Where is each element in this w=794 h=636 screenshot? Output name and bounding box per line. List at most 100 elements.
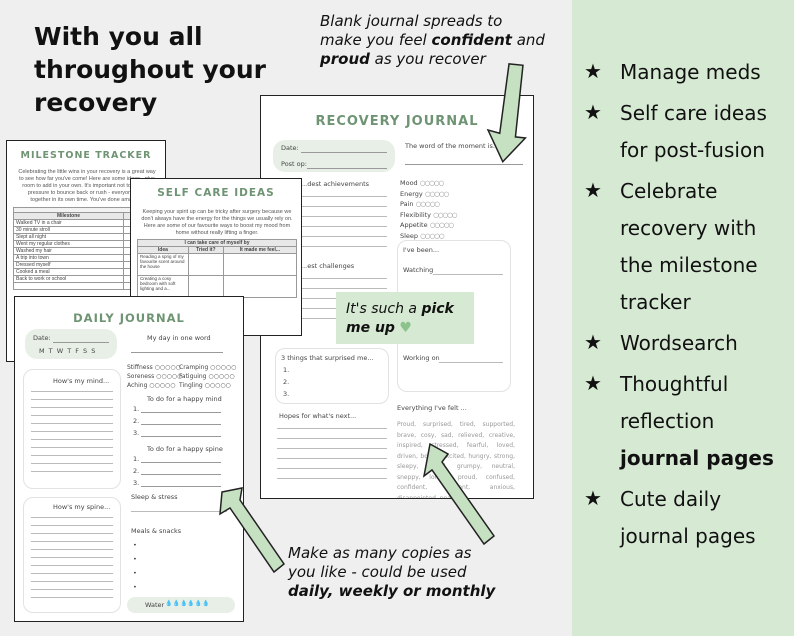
col-header: Milestone [12, 212, 125, 220]
table-title: I can take care of myself by [137, 239, 297, 247]
headline: With you all throughout your recovery [34, 20, 284, 119]
milestone-row: Back to work or school [12, 275, 125, 283]
word-label: The word of the moment is... [405, 142, 500, 150]
pick-me-up-callout: It's such a pick me up ♥ [336, 292, 474, 344]
caption-text: and [511, 31, 545, 49]
feature-text: Wordsearch [620, 331, 738, 355]
sleep-label: Sleep & stress [131, 493, 178, 501]
feature-text: Thoughtful [620, 372, 729, 396]
feature-text: journal pages [620, 524, 756, 548]
page-title: DAILY JOURNAL [73, 311, 185, 325]
symptom-rating: Tingling ○○○○○ [179, 382, 231, 389]
list-number: 2. [133, 467, 140, 475]
daily-journal-page: DAILY JOURNAL Date: M T W T F S S My day… [14, 296, 244, 622]
milestone-row: Washed my hair [12, 247, 125, 255]
caption-bold: confident [431, 31, 512, 49]
metric-rating[interactable]: ○○○○○ [429, 221, 454, 229]
star-icon: ★ [584, 488, 602, 510]
milestone-row: Dressed myself [12, 261, 125, 269]
symptom-rating: Aching ○○○○○ [127, 382, 176, 389]
milestone-row: A trip into town [12, 254, 125, 262]
spine-label: How's my spine... [53, 503, 111, 511]
feature-item: ★ Manage meds [584, 54, 790, 91]
water-pill [127, 597, 235, 613]
hopes-label: Hopes for what's next... [279, 412, 357, 420]
ive-been-label: I've been... [403, 246, 440, 254]
metric-name: Mood [400, 179, 418, 187]
star-icon: ★ [584, 332, 602, 354]
feature-item: ★ Wordsearch [584, 325, 790, 362]
spine-box [23, 497, 121, 613]
milestone-intro: Celebrating the little wins in your reco… [18, 169, 156, 203]
metric-name: Flexibility [400, 210, 432, 219]
metric-rating[interactable]: ○○○○○ [419, 179, 444, 187]
water-label: Water [145, 601, 165, 609]
bullet: • [133, 555, 137, 563]
arrow-icon [422, 442, 496, 546]
weekday-selector[interactable]: M T W T F S S [39, 347, 97, 355]
caption-text: make you feel [320, 31, 432, 49]
arrow-icon [219, 487, 286, 574]
metric-name: Sleep [400, 231, 419, 240]
symptom-rating: Stiffness ○○○○○ [127, 364, 181, 371]
bullet: • [133, 583, 137, 591]
metrics-list: Mood ○○○○○ Energy ○○○○○ Pain ○○○○○ Flexi… [400, 178, 457, 241]
feature-text: Manage meds [620, 60, 761, 84]
metric-rating[interactable]: ○○○○○ [433, 210, 457, 219]
caption-line: Make as many copies as [288, 544, 472, 562]
feature-text: the milestone [620, 253, 758, 277]
top-caption: Blank journal spreads to make you feel c… [320, 12, 560, 69]
metric-name: Energy [400, 189, 423, 198]
feature-text: Cute daily [620, 487, 722, 511]
caption-text: as you recover [369, 50, 486, 68]
metric-name: Pain [400, 200, 414, 208]
headline-line: recovery [34, 88, 158, 117]
metric-rating[interactable]: ○○○○○ [415, 200, 440, 208]
milestone-row: Cooked a meal [12, 268, 125, 276]
bullet: • [133, 541, 137, 549]
everything-label: Everything I've felt ... [397, 404, 467, 412]
callout-text: It's such a [346, 301, 422, 317]
feature-text: for post-fusion [620, 138, 765, 162]
metric-rating[interactable]: ○○○○○ [420, 231, 444, 240]
bottom-caption: Make as many copies as you like - could … [288, 544, 548, 601]
happy-spine-label: To do for a happy spine [147, 445, 223, 453]
working-on-label: Working on [403, 354, 440, 362]
milestone-row: Walked TV in a chair [12, 219, 125, 227]
star-icon: ★ [584, 373, 602, 395]
happy-mind-label: To do for a happy mind [147, 395, 222, 403]
challenges-label: ...est challenges [301, 262, 355, 270]
symptom-rating: Soreness ○○○○○ [127, 373, 183, 380]
symptoms-left: Stiffness ○○○○○ Soreness ○○○○○ Aching ○○○○… [127, 363, 182, 390]
feature-text: reflection [620, 409, 715, 433]
date-label: Date: [33, 334, 51, 342]
headline-line: throughout your [34, 55, 266, 84]
feature-text: tracker [620, 290, 691, 314]
list-number: 1. [133, 405, 140, 413]
water-drops-icon[interactable]: 💧💧💧💧💧💧 [165, 600, 210, 607]
symptoms-right: Cramping ○○○○○Fatiguing ○○○○○Tingling ○○… [179, 363, 236, 390]
list-number: 3. [133, 429, 140, 437]
date-pill [273, 140, 395, 172]
list-number: 3. [133, 479, 140, 487]
feature-item: ★ Cute daily journal pages [584, 481, 790, 555]
feature-panel [572, 0, 794, 636]
date-pill [25, 329, 117, 359]
my-day-label: My day in one word [147, 334, 211, 342]
surprised-box [275, 348, 389, 404]
symptom-rating: Fatiguing ○○○○○ [179, 373, 235, 380]
self-care-row: Reading a sprig of my favourite scent ar… [137, 253, 189, 276]
page-title: RECOVERY JOURNAL [315, 114, 479, 129]
metric-rating[interactable]: ○○○○○ [424, 189, 449, 198]
star-icon: ★ [584, 102, 602, 124]
caption-line: Blank journal spreads to [320, 12, 503, 30]
date-label: Date: [281, 144, 299, 152]
heart-icon: ♥ [399, 320, 412, 336]
feature-text: Celebrate [620, 179, 718, 203]
headline-line: With you all [34, 22, 203, 51]
star-icon: ★ [584, 180, 602, 202]
